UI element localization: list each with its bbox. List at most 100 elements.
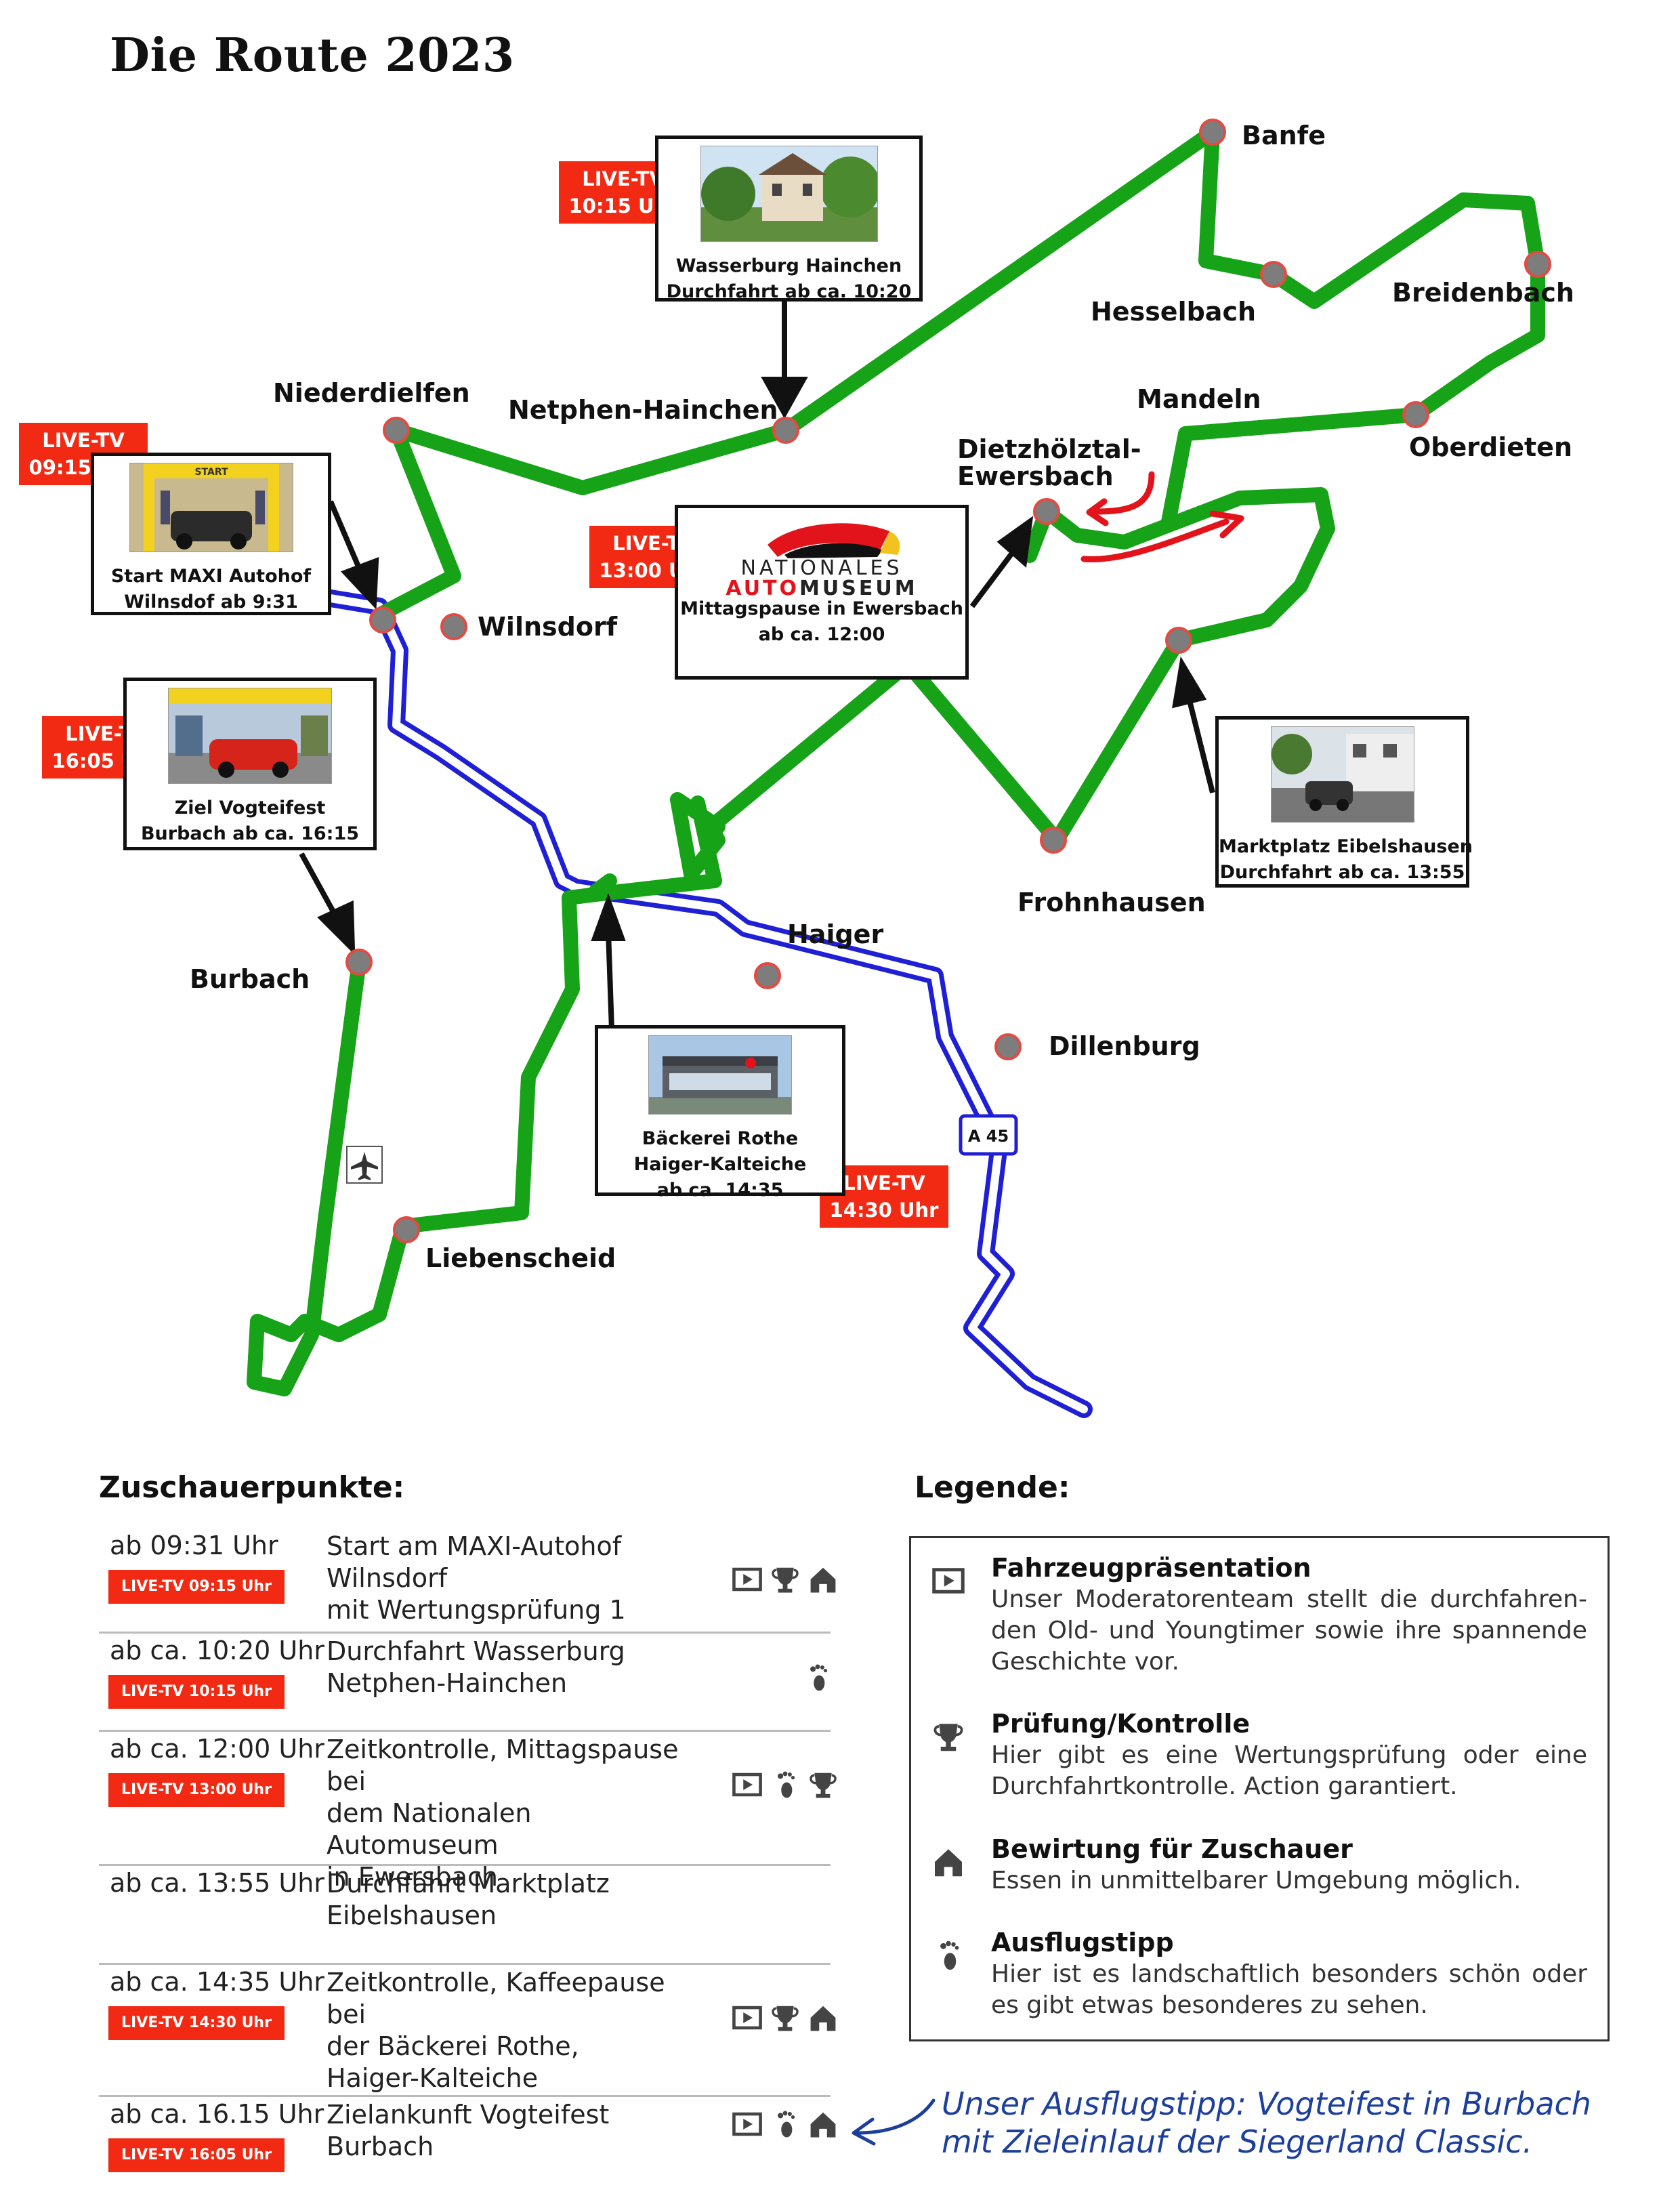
place-breidenbach: Breidenbach: [1392, 278, 1574, 308]
waypoint-hesselbach: [1260, 261, 1287, 288]
row-description-line: der Bäckerei Rothe,: [327, 2031, 579, 2061]
presentation-icon: [732, 1567, 762, 1592]
footprint-icon: [778, 2111, 795, 2138]
box-rothe-line1: Bäckerei Rothe: [642, 1128, 799, 1149]
place-banfe: Banfe: [1242, 121, 1326, 150]
legend-item-icon-wrap: [931, 1938, 965, 1976]
photo-start-banner: START: [194, 467, 228, 478]
box-eibelshausen-line1: Marktplatz Eibelshausen: [1219, 836, 1473, 857]
row-description-line: Haiger-Kalteiche: [327, 2063, 539, 2093]
place-dillenburg: Dillenburg: [1049, 1031, 1200, 1061]
row-live-badge: LIVE-TV 14:30 Uhr: [108, 2006, 285, 2040]
photo-start: START: [129, 463, 293, 552]
photo-wasserburg: [700, 146, 881, 242]
footprint-icon: [940, 1940, 959, 1970]
row-description-line: Durchfahrt Marktplatz: [327, 1869, 610, 1898]
rally-route: [247, 125, 1545, 1396]
place-liebenscheid: Liebenscheid: [425, 1243, 616, 1273]
waypoint-breidenbach: [1524, 251, 1551, 278]
note-line1: Unser Ausflugstipp: Vogteifest in Burbac…: [942, 2085, 1591, 2122]
box-ziel-vogteifest: Ziel Vogteifest Burbach ab ca. 16:15: [123, 678, 377, 850]
row-description-line: dem Nationalen Automuseum: [327, 1798, 532, 1860]
place-dietzhoelztal-line2: Ewersbach: [957, 461, 1114, 491]
place-mandeln: Mandeln: [1137, 384, 1261, 414]
box-rothe-line3: ab ca. 14:35: [656, 1180, 784, 1201]
box-wasserburg-hainchen: Wasserburg Hainchen Durchfahrt ab ca. 10…: [655, 136, 923, 302]
box-start-maxi-autohof: START Start MAXI Autohof Wilnsdof ab 9:3…: [91, 453, 331, 615]
trophy-icon: [933, 1724, 963, 1751]
row-description-line: Netphen-Hainchen: [327, 1668, 568, 1698]
waypoint-frohnhausen: [1040, 827, 1067, 854]
row-live-badge: LIVE-TV 16:05 Uhr: [108, 2138, 285, 2172]
row-time: ab ca. 13:55 Uhr: [110, 1868, 324, 1898]
row-live-badge: LIVE-TV 09:15 Uhr: [108, 1570, 285, 1604]
row-time: ab ca. 14:35 Uhr: [110, 1967, 324, 1997]
row-icons: [802, 1662, 833, 1693]
a45-shield: A 45: [959, 1114, 1018, 1156]
a45-label: A 45: [968, 1127, 1009, 1146]
place-haiger: Haiger: [787, 919, 884, 949]
row-description-line: Eibelshausen: [327, 1901, 497, 1930]
row-description: Zielankunft Vogteifest Burbach: [327, 2099, 706, 2163]
legend-item-icon-wrap: [931, 1564, 965, 1601]
legend-heading: Legende:: [915, 1470, 1070, 1505]
waypoint-niederdielfen: [383, 417, 410, 444]
live-badge-label: LIVE-TV: [582, 167, 665, 190]
direction-arrows: [1080, 471, 1244, 562]
row-icons: [732, 1769, 839, 1800]
automuseum-logo-flag: [768, 523, 900, 558]
row-live-badge: LIVE-TV 13:00 Uhr: [108, 1773, 285, 1807]
box-nationales-automuseum: NATIONALES AUTOMUSEUM Mittagspause in Ew…: [675, 505, 969, 680]
box-ziel-line2: Burbach ab ca. 16:15: [140, 823, 360, 844]
box-start-line2: Wilnsdof ab 9:31: [124, 591, 298, 613]
automuseum-logo-text2-auto: AUTO: [726, 577, 800, 600]
box-marktplatz-eibelshausen: Marktplatz Eibelshausen Durchfahrt ab ca…: [1215, 716, 1473, 888]
box-ziel-line1: Ziel Vogteifest: [174, 797, 326, 818]
footprint-icon: [778, 1771, 795, 1798]
box-baeckerei-rothe: Bäckerei Rothe Haiger-Kalteiche ab ca. 1…: [595, 1025, 845, 1201]
place-netphen-hainchen: Netphen-Hainchen: [508, 395, 778, 425]
place-dietzhoelztal-ewersbach: Dietzhölztal- Ewersbach: [957, 436, 1141, 490]
row-time: ab ca. 10:20 Uhr: [110, 1636, 324, 1665]
box-start-line1: Start MAXI Autohof: [110, 566, 312, 587]
place-dietzhoelztal-line1: Dietzhölztal-: [957, 434, 1141, 464]
photo-ziel: [168, 688, 332, 784]
legend-item-icon-wrap: [931, 1845, 965, 1882]
house-icon: [810, 2006, 836, 2031]
legend-item-title: Bewirtung für Zuschauer: [991, 1834, 1353, 1864]
automuseum-logo-text2-museum: MUSEUM: [799, 577, 918, 600]
waypoint-banfe: [1199, 119, 1226, 146]
highway-a45: [310, 587, 1093, 1418]
live-badge-time: 14:30 Uhr: [829, 1199, 939, 1222]
trophy-icon: [772, 2006, 799, 2031]
place-burbach: Burbach: [190, 964, 310, 994]
waypoint-burbach: [345, 949, 373, 976]
route-map: A 45: [247, 119, 1551, 1418]
pointer-arrows: [299, 298, 1215, 1031]
row-time: ab ca. 16.15 Uhr: [110, 2099, 324, 2129]
place-frohnhausen: Frohnhausen: [1017, 888, 1206, 917]
row-icons: [732, 2109, 839, 2140]
row-description-line: in Ewersbach: [327, 1862, 498, 1892]
waypoint-oberdieten: [1402, 401, 1429, 428]
box-rothe-line2: Haiger-Kalteiche: [633, 1154, 807, 1175]
presentation-icon: [732, 2006, 762, 2030]
box-museum-line2: ab ca. 12:00: [758, 624, 885, 645]
legend-item-title: Ausflugstipp: [991, 1928, 1174, 1957]
row-icons: [732, 2002, 839, 2033]
box-wasserburg-line1: Wasserburg Hainchen: [675, 255, 902, 276]
legend-item-title: Fahrzeugpräsentation: [991, 1553, 1311, 1583]
house-icon: [935, 1849, 962, 1877]
live-badge-label: LIVE-TV: [42, 429, 125, 452]
row-icons: [732, 1564, 839, 1595]
house-icon: [810, 2112, 836, 2138]
row-description-line: Zielankunft Vogteifest Burbach: [327, 2100, 610, 2161]
box-museum-line1: Mittagspause in Ewersbach: [680, 598, 963, 619]
legend-item-text: Unser Moderatorenteam stellt die durchfa…: [991, 1585, 1587, 1676]
towns-off-route: [440, 613, 1022, 1060]
